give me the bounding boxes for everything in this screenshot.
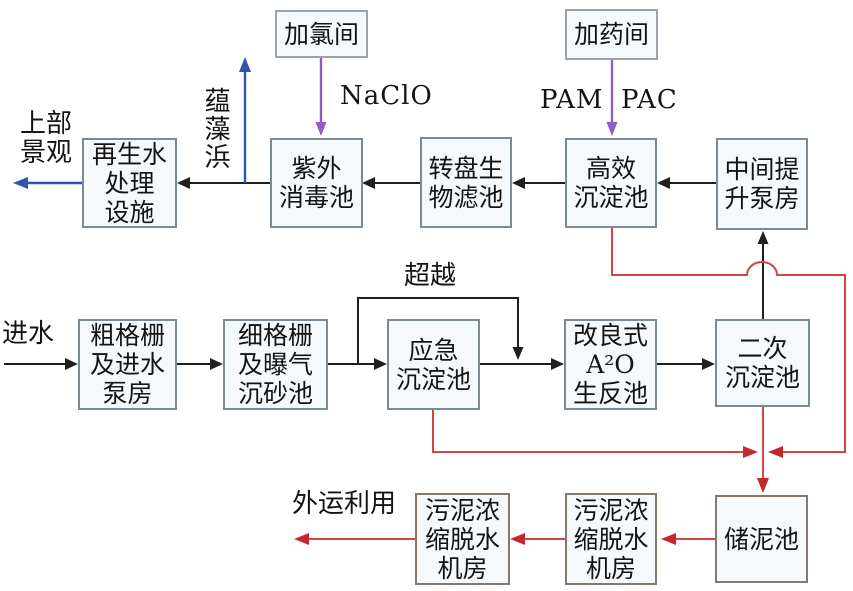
sludge-arrow-dewater2-to-dewater1	[510, 533, 565, 545]
arrow-a2o-to-secondary	[657, 358, 715, 370]
node-secondary-sedimentation: 二次 沉淀池	[715, 319, 810, 407]
arrow-uv-to-reclaimed	[177, 177, 270, 189]
node-rotary-biofilter: 转盘生 物滤池	[420, 137, 512, 228]
label-pam: PAM	[540, 85, 604, 115]
arrow-chlorine-room-to-uv	[315, 58, 327, 136]
node-coarse-screen: 粗格栅 及进水 泵房	[78, 319, 177, 410]
arrow-reclaimed-to-landscape	[13, 177, 82, 189]
sludge-line-secondary-to-storage	[757, 407, 769, 493]
node-intermediate-pump: 中间提 升泵房	[716, 138, 808, 230]
node-chlorine-room: 加氯间	[275, 10, 368, 58]
sludge-line-high-eff-to-junction	[611, 228, 846, 458]
node-sludge-dewatering-2: 污泥浓 缩脱水 机房	[565, 493, 657, 585]
sludge-line-emergency-to-junction	[432, 410, 758, 458]
node-emergency-sedimentation: 应急 沉淀池	[387, 319, 480, 410]
arrow-rotary-to-uv	[362, 177, 420, 189]
label-yunzaobang-river: 蕴藻浜	[200, 87, 230, 171]
label-inlet: 进水	[2, 319, 55, 349]
label-naclo: NaClO	[340, 81, 433, 111]
node-dosing-room: 加药间	[565, 9, 658, 60]
node-sludge-dewatering-1: 污泥浓 缩脱水 机房	[415, 493, 510, 585]
arrow-secondary-to-pump	[757, 231, 769, 319]
arrow-to-yunzaobang-river	[239, 57, 251, 183]
label-upper-landscape: 上部 景观	[19, 109, 72, 168]
node-high-eff-sedimentation: 高效 沉淀池	[565, 138, 657, 228]
node-sludge-storage: 储泥池	[715, 495, 808, 583]
label-pac: PAC	[621, 85, 678, 115]
arrow-pump-to-high-eff	[657, 177, 716, 189]
sludge-arrow-storage-to-dewater2	[661, 533, 715, 545]
arrow-dosing-room-to-high-eff	[606, 60, 618, 136]
label-outbound-use: 外运利用	[292, 489, 397, 519]
sludge-arrow-dewater1-to-outbound	[294, 533, 415, 545]
node-a2o-bioreactor: 改良式 A²O 生反池	[564, 319, 657, 410]
label-bypass: 超越	[403, 261, 456, 291]
node-reclaimed-water-facility: 再生水 处理 设施	[82, 138, 177, 228]
arrow-emergency-to-a2o	[480, 358, 564, 370]
arrow-fine-screen-to-emergency	[328, 358, 387, 370]
arrow-coarse-to-fine-screen	[177, 358, 223, 370]
node-uv-disinfection: 紫外 消毒池	[270, 138, 363, 228]
arrow-inlet-to-coarse-screen	[4, 358, 78, 370]
arrow-high-eff-to-rotary	[512, 177, 565, 189]
node-fine-screen: 细格栅 及曝气 沉砂池	[223, 319, 328, 410]
bypass-line	[357, 297, 524, 364]
